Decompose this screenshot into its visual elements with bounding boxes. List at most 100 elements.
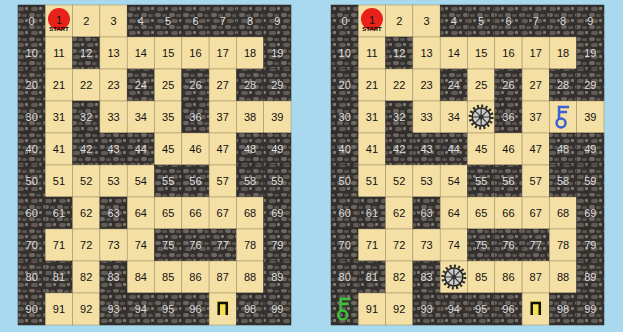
cell-number: 38 <box>244 111 256 123</box>
floor-cell <box>209 101 236 133</box>
cell-label-box: 95 <box>468 293 495 325</box>
cell-number: 43 <box>107 143 119 155</box>
cell-number: 95 <box>162 303 174 315</box>
cell-number: 71 <box>53 239 65 251</box>
cell-label-box: 58 <box>549 165 576 197</box>
cell-number: 61 <box>53 207 65 219</box>
cell-number: 90 <box>26 303 38 315</box>
wall-cell <box>18 293 45 325</box>
cell-label-box: 13 <box>100 37 127 69</box>
cell-number: 81 <box>366 271 378 283</box>
cell-number: 91 <box>366 303 378 315</box>
cell-number: 7 <box>220 15 226 27</box>
cell-number: 76 <box>502 239 514 251</box>
cell-label-box: 10 <box>331 37 358 69</box>
cell-label-box: 43 <box>413 133 440 165</box>
floor-cell <box>209 197 236 229</box>
cell-number: 83 <box>420 271 432 283</box>
cell-label-box: 47 <box>209 133 236 165</box>
cell-label-box: 99 <box>577 293 604 325</box>
cell-label-box: 85 <box>155 261 182 293</box>
cell-number: 87 <box>530 271 542 283</box>
wall-cell <box>413 133 440 165</box>
cell-label-box: 57 <box>522 165 549 197</box>
cell-number: 52 <box>393 175 405 187</box>
wall-cell <box>182 293 209 325</box>
cell-number: 81 <box>53 271 65 283</box>
floor-cell <box>440 101 467 133</box>
cell-number: 27 <box>217 79 229 91</box>
cell-label-box: 12 <box>386 37 413 69</box>
cell-number: 32 <box>80 111 92 123</box>
wall-cell <box>468 5 495 37</box>
floor-cell <box>522 37 549 69</box>
floor-cell <box>358 101 385 133</box>
cell-label-box: 76 <box>182 229 209 261</box>
floor-cell <box>155 37 182 69</box>
cell-label-box: 85 <box>468 261 495 293</box>
cell-number: 32 <box>393 111 405 123</box>
cell-label-box: 17 <box>522 37 549 69</box>
wall-cell <box>358 261 385 293</box>
floor-cell <box>182 197 209 229</box>
wall-cell <box>100 293 127 325</box>
cell-label-box: 23 <box>413 69 440 101</box>
cell-label-box: 18 <box>236 37 263 69</box>
cell-number: 96 <box>502 303 514 315</box>
cell-label-box: 2 <box>73 5 100 37</box>
cell-number: 17 <box>530 47 542 59</box>
cell-label-box: 51 <box>45 165 72 197</box>
floor-cell <box>386 229 413 261</box>
cell-label-box: 43 <box>100 133 127 165</box>
floor-cell <box>386 293 413 325</box>
floor-cell <box>73 261 100 293</box>
wall-cell <box>440 293 467 325</box>
cell-number: 49 <box>584 143 596 155</box>
cell-number: 42 <box>80 143 92 155</box>
wall-cell <box>127 293 154 325</box>
cell-number: 60 <box>26 207 38 219</box>
floor-cell <box>127 261 154 293</box>
cell-label-box: 27 <box>209 69 236 101</box>
cell-number: 62 <box>393 207 405 219</box>
cell-label-box: 52 <box>386 165 413 197</box>
cell-label-box: 3 <box>100 5 127 37</box>
cell-number: 66 <box>189 207 201 219</box>
floor-cell <box>209 133 236 165</box>
cell-number: 55 <box>162 175 174 187</box>
cell-label-box: 37 <box>522 101 549 133</box>
floor-cell <box>522 293 549 325</box>
cell-number: 98 <box>244 303 256 315</box>
cell-number: 88 <box>557 271 569 283</box>
floor-cell <box>236 261 263 293</box>
floor-cell <box>468 69 495 101</box>
cell-label-box: 0 <box>331 5 358 37</box>
floor-cell <box>440 37 467 69</box>
wall-cell <box>577 165 604 197</box>
cell-number: 51 <box>53 175 65 187</box>
cell-number: 20 <box>339 79 351 91</box>
cell-label-box: 88 <box>236 261 263 293</box>
wall-cell <box>495 69 522 101</box>
cell-label-box: 36 <box>495 101 522 133</box>
cell-number: 79 <box>584 239 596 251</box>
floor-cell <box>45 293 72 325</box>
floor-cell <box>45 37 72 69</box>
wall-cell <box>18 101 45 133</box>
cell-label-box: 1START <box>45 5 72 37</box>
cell-label-box: 70 <box>18 229 45 261</box>
floor-cell <box>236 229 263 261</box>
floor-cell <box>182 261 209 293</box>
cell-label-box: 32 <box>73 101 100 133</box>
cell-number: 39 <box>271 111 283 123</box>
wall-cell <box>549 69 576 101</box>
wall-cell <box>18 5 45 37</box>
cell-number: 80 <box>339 271 351 283</box>
cell-number: 16 <box>189 47 201 59</box>
cell-number: 80 <box>26 271 38 283</box>
cell-label-box: 58 <box>236 165 263 197</box>
cell-number: 60 <box>339 207 351 219</box>
cell-number: 0 <box>29 15 35 27</box>
wall-cell <box>577 133 604 165</box>
wall-cell <box>18 261 45 293</box>
